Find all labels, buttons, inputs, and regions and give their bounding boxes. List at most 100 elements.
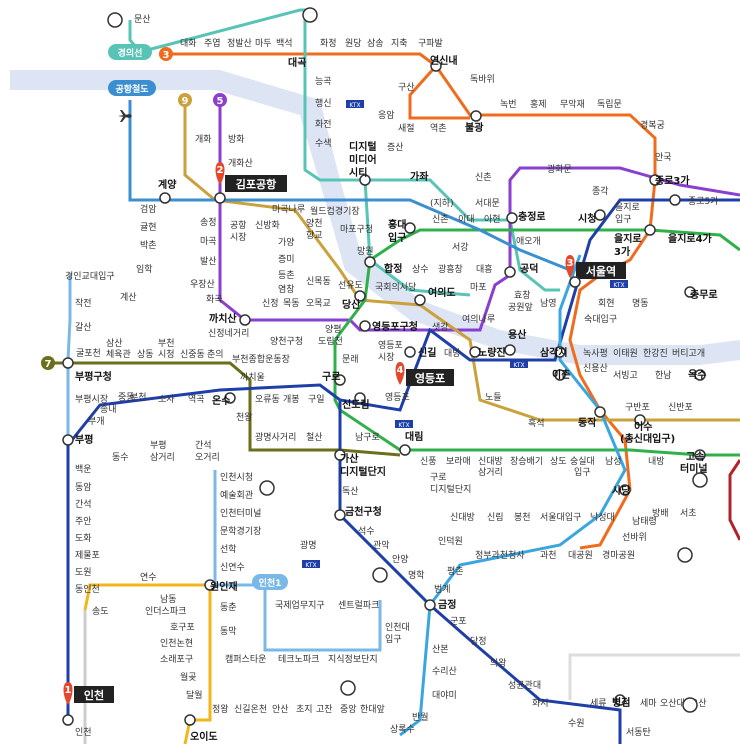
- svg-text:까치산: 까치산: [209, 312, 237, 325]
- svg-text:마포구청: 마포구청: [340, 224, 373, 235]
- airport-pill[interactable]: [108, 80, 156, 96]
- line-7: [48, 361, 401, 457]
- svg-text:지축: 지축: [391, 38, 408, 49]
- svg-text:센트럴파크: 센트럴파크: [338, 600, 379, 611]
- svg-text:정부과천청사: 정부과천청사: [475, 550, 525, 561]
- svg-text:문래: 문래: [342, 354, 359, 365]
- svg-text:연수: 연수: [140, 572, 157, 583]
- svg-text:천왕: 천왕: [236, 412, 253, 423]
- svg-text:숭실대: 숭실대: [570, 456, 595, 467]
- svg-text:박촌: 박촌: [140, 240, 157, 251]
- svg-text:버티고개: 버티고개: [672, 348, 705, 359]
- svg-text:간석: 간석: [75, 499, 92, 510]
- svg-text:고속: 고속: [686, 451, 704, 463]
- svg-text:세마: 세마: [640, 698, 657, 709]
- line-7-badge[interactable]: [41, 356, 55, 370]
- svg-text:백운: 백운: [75, 464, 92, 475]
- svg-text:화곡: 화곡: [206, 294, 223, 305]
- svg-text:정왕: 정왕: [212, 704, 229, 715]
- svg-text:남영: 남영: [540, 298, 557, 309]
- gyeongui-pill-text: 경의선: [118, 47, 143, 59]
- airport-pill-text: 공항철도: [115, 83, 149, 95]
- line-5-badge[interactable]: [213, 93, 227, 107]
- svg-text:까치울: 까치울: [240, 371, 265, 383]
- svg-text:디지털단지: 디지털단지: [340, 465, 386, 478]
- svg-text:KTX: KTX: [349, 102, 360, 109]
- svg-text:흑석: 흑석: [528, 417, 545, 429]
- svg-text:대공원: 대공원: [568, 550, 593, 561]
- line-3-badge[interactable]: [159, 47, 173, 61]
- svg-text:오목교: 오목교: [306, 298, 331, 309]
- svg-text:신정네거리: 신정네거리: [208, 328, 249, 339]
- svg-text:남성: 남성: [605, 456, 622, 467]
- svg-text:수원: 수원: [568, 718, 585, 729]
- svg-text:공덕: 공덕: [520, 262, 538, 275]
- svg-text:한남: 한남: [655, 370, 672, 381]
- svg-text:목동: 목동: [283, 298, 300, 309]
- svg-text:(지하): (지하): [430, 198, 454, 209]
- svg-text:신림: 신림: [487, 511, 504, 523]
- svg-text:신정: 신정: [262, 298, 279, 309]
- svg-text:부평구청: 부평구청: [75, 370, 112, 383]
- svg-text:부천종합운동장: 부천종합운동장: [232, 354, 290, 365]
- marker-yeongdeungpo[interactable]: 4 영등포: [395, 362, 455, 386]
- svg-text:문산: 문산: [134, 14, 151, 25]
- svg-text:녹사평: 녹사평: [583, 348, 608, 359]
- incheon1-pill[interactable]: [252, 574, 288, 590]
- svg-text:무악재: 무악재: [560, 98, 585, 110]
- svg-text:행신: 행신: [315, 97, 332, 109]
- svg-text:서초: 서초: [680, 508, 697, 519]
- svg-text:마두: 마두: [255, 38, 272, 49]
- line-5: [218, 105, 740, 332]
- svg-text:시청: 시청: [158, 349, 175, 360]
- gyeongui-pill[interactable]: [108, 44, 152, 60]
- svg-text:미디어: 미디어: [349, 153, 377, 166]
- svg-text:온수: 온수: [212, 395, 230, 407]
- svg-text:남태령: 남태령: [632, 515, 657, 527]
- svg-text:산본: 산본: [432, 644, 449, 655]
- svg-text:응암: 응암: [378, 109, 395, 121]
- marker-incheon[interactable]: 1 인천: [63, 682, 115, 705]
- svg-text:남동: 남동: [160, 594, 177, 605]
- svg-text:동춘: 동춘: [220, 602, 237, 613]
- highlight-seoul: 서울역: [586, 264, 616, 278]
- svg-text:숙대입구: 숙대입구: [584, 313, 617, 325]
- svg-text:입구: 입구: [388, 231, 406, 244]
- svg-text:병점: 병점: [612, 696, 630, 709]
- svg-text:신길: 신길: [418, 346, 436, 359]
- line-9-badge[interactable]: [178, 93, 192, 107]
- svg-text:귤현: 귤현: [140, 222, 157, 233]
- svg-text:달월: 달월: [186, 689, 203, 701]
- line-3-gusan: [408, 64, 470, 120]
- svg-text:상수: 상수: [412, 264, 429, 275]
- svg-text:광흥창: 광흥창: [438, 263, 463, 275]
- svg-text:송내: 송내: [100, 404, 117, 415]
- svg-text:터미널: 터미널: [680, 462, 708, 475]
- svg-text:금정: 금정: [438, 598, 456, 611]
- svg-text:이촌: 이촌: [552, 368, 570, 381]
- svg-text:군포: 군포: [450, 616, 467, 627]
- svg-text:체육관: 체육관: [106, 349, 131, 360]
- svg-text:광명사거리: 광명사거리: [255, 431, 296, 443]
- svg-text:송정: 송정: [200, 217, 217, 228]
- svg-text:4: 4: [397, 365, 404, 376]
- line-planned-2: [568, 653, 740, 700]
- marker-seoul[interactable]: 3 서울역: [565, 255, 627, 279]
- svg-text:입구: 입구: [385, 633, 402, 645]
- svg-text:신용산: 신용산: [583, 363, 608, 374]
- svg-text:주안: 주안: [75, 516, 92, 527]
- svg-text:충정로: 충정로: [518, 210, 546, 223]
- svg-text:KTX: KTX: [398, 422, 409, 429]
- svg-text:부평: 부평: [150, 440, 167, 451]
- svg-text:명동: 명동: [632, 298, 649, 309]
- svg-text:상도: 상도: [550, 456, 567, 467]
- svg-text:효창: 효창: [514, 290, 531, 301]
- svg-text:신길온천: 신길온천: [234, 704, 267, 715]
- svg-text:이태원: 이태원: [613, 348, 638, 359]
- svg-text:노량진: 노량진: [478, 346, 506, 359]
- svg-text:안양: 안양: [392, 554, 409, 565]
- line-9-badge-num: 9: [182, 96, 189, 107]
- marker-gimpo[interactable]: 2 김포공항: [215, 162, 288, 192]
- svg-text:인천터미널: 인천터미널: [220, 508, 261, 519]
- svg-text:디지털단지: 디지털단지: [430, 483, 471, 495]
